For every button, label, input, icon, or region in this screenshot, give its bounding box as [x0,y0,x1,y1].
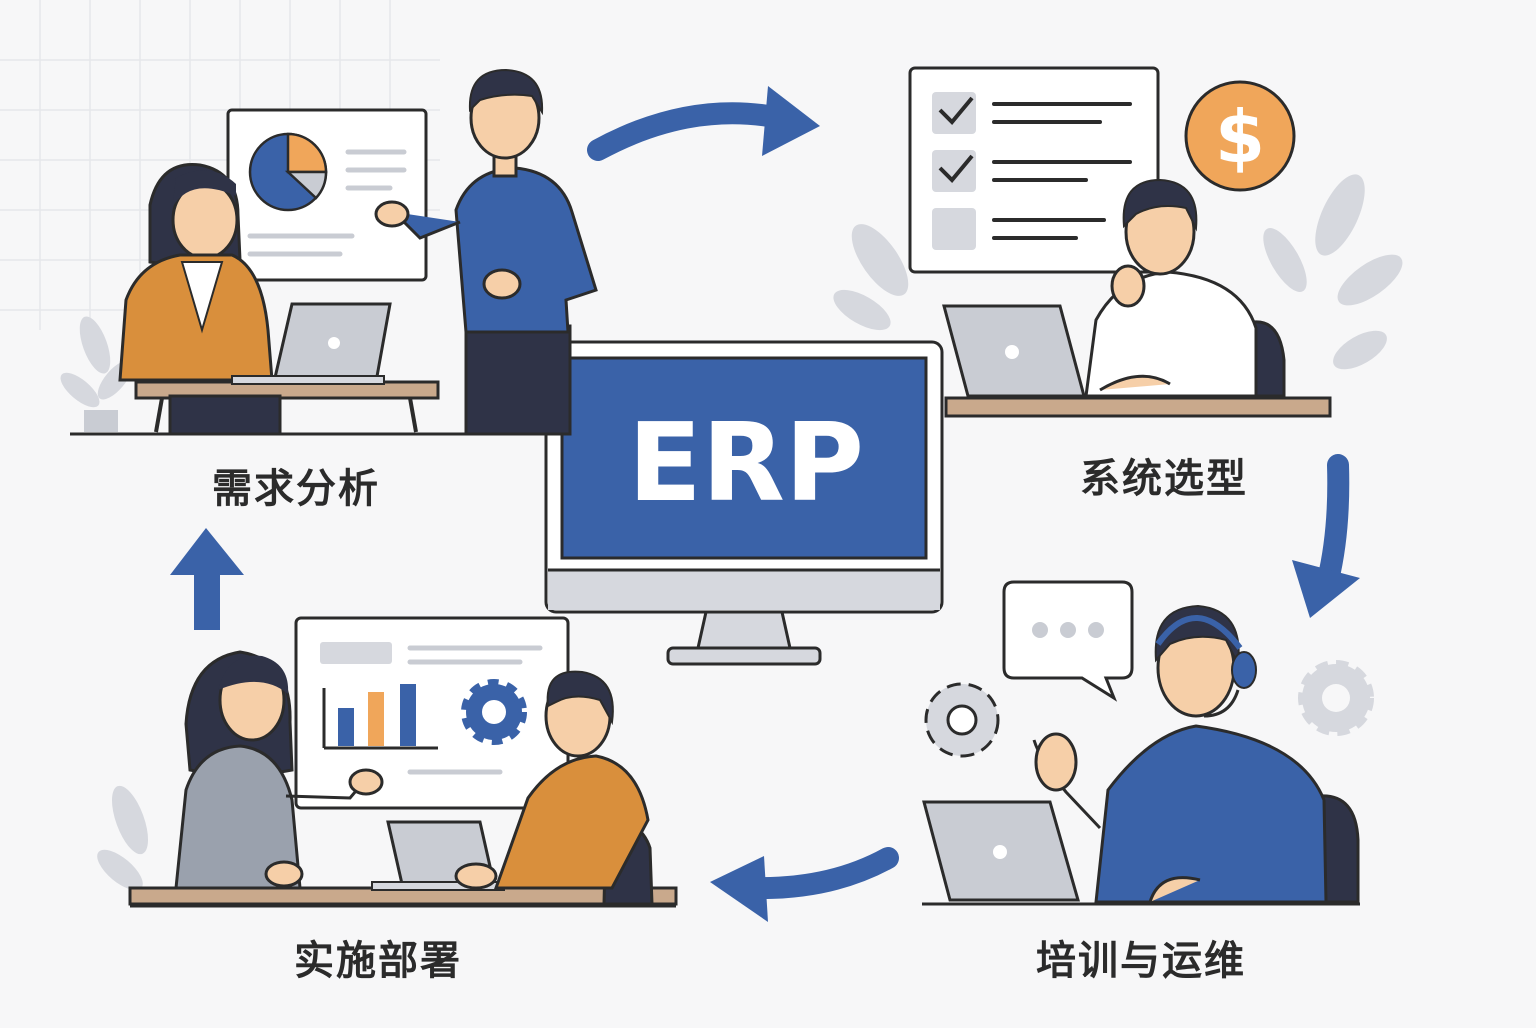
woman-analyst [118,163,282,436]
plant-decoration [97,785,149,891]
arrow-deployment-to-analysis [170,528,244,630]
checklist [932,92,1132,250]
support-agent [1032,604,1360,904]
laptop-icon [942,304,1086,398]
arrow-selection-to-training [1292,454,1360,618]
arrow-training-to-deployment [710,847,899,922]
gear-icon [1298,660,1374,736]
bar-chart-icon [322,684,438,750]
dollar-coin-icon: $ [1184,80,1296,192]
erp-title: ERP [628,401,864,526]
scene-system-selection: $ [833,66,1403,418]
step-label-requirements-analysis: 需求分析 [212,466,380,512]
woman-presenter [174,650,384,890]
scene-requirements-analysis [60,68,598,436]
gear-icon [924,682,1000,758]
erp-monitor: ERP [544,340,944,666]
arrow-analysis-to-selection [587,86,820,161]
laptop-icon [922,800,1080,902]
laptop-icon [231,302,392,385]
pie-chart-icon [248,132,328,212]
step-label-system-selection: 系统选型 [1080,456,1248,502]
man-thinking [1084,178,1286,398]
step-label-implementation-deployment: 实施部署 [294,938,462,984]
man-developer [454,670,654,906]
step-label-training-maintenance: 培训与运维 [1036,938,1246,984]
gear-icon [461,679,527,745]
plant-decoration [833,174,1403,370]
man-presenter [374,68,598,436]
svg-text:$: $ [1215,95,1265,179]
scene-implementation-deployment [97,616,678,908]
desk [944,396,1332,418]
speech-bubble-icon [1002,580,1134,702]
scene-training-maintenance [922,580,1374,906]
